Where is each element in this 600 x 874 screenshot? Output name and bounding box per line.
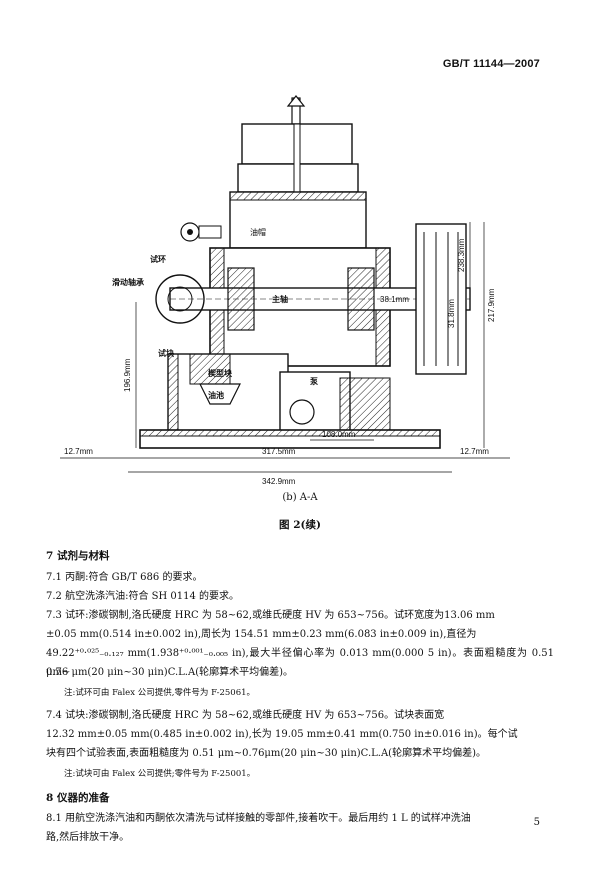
fitting-body	[198, 225, 222, 239]
note-7-4: 注:试块可由 Falex 公司提供;零件号为 F-25001。	[64, 769, 256, 779]
label-pump: 泵	[310, 377, 318, 386]
dim-height-2: 217.9mm	[487, 288, 496, 322]
section-7-title: 7 试剂与材料	[46, 550, 110, 562]
note-7-3: 注:试环可由 Falex 公司提供,零件号为 F-25061。	[64, 688, 256, 698]
oil-cup-wall	[229, 191, 367, 201]
dim-shaft-dia: 38.1mm	[380, 295, 409, 304]
para-7-4-line-2: 12.32 mm±0.05 mm(0.485 in±0.002 in),长为 1…	[46, 729, 518, 740]
label-test-ring: 试环	[150, 254, 166, 264]
dim-base-width: 317.5mm	[262, 447, 296, 456]
dim-left-margin: 12.7mm	[64, 447, 93, 456]
label-wedge-block: 楔型块	[208, 368, 233, 378]
label-oil-cup: 油帽	[250, 227, 266, 237]
dim-total-width: 342.9mm	[262, 477, 296, 486]
para-7-1: 7.1 丙酮:符合 GB/T 686 的要求。	[46, 572, 203, 583]
right-bearing	[347, 267, 375, 331]
figure-subcaption: (b) A-A	[282, 492, 318, 503]
para-7-3-line-4: 0.76 μm(20 μin~30 μin)C.L.A(轮廓算术平均偏差)。	[46, 667, 294, 678]
para-7-3-line-1: 7.3 试环:渗碳钢制,洛氏硬度 HRC 为 58~62,或维氏硬度 HV 为 …	[46, 610, 495, 621]
base-plate-top	[139, 429, 441, 437]
test-block-shape	[189, 353, 231, 385]
label-oil-pool: 油池	[208, 390, 224, 400]
test-ring-outline	[155, 274, 205, 324]
pump-bearing	[339, 377, 391, 439]
dim-right-margin: 12.7mm	[460, 447, 489, 456]
label-test-block: 试块	[158, 348, 175, 358]
para-7-4-line-1: 7.4 试块:渗碳钢制,洛氏硬度 HRC 为 58~62,或维氏硬度 HV 为 …	[46, 710, 445, 721]
dim-height-3: 238.3mm	[457, 238, 466, 272]
para-8-1-line-1: 8.1 用航空洗涤汽油和丙酮依次清洗与试样接触的零部件,接着吹干。最后用约 1 …	[46, 813, 471, 824]
label-main-shaft: 主轴	[272, 294, 288, 304]
oil-cup-housing	[229, 191, 367, 249]
para-7-4-line-3: 块有四个试验表面,表面粗糙度为 0.51 μm~0.76μm(20 μin~30…	[46, 748, 486, 759]
top-rod-tip	[286, 95, 306, 107]
dim-height-4: 31.8mm	[447, 299, 456, 328]
para-7-2: 7.2 航空洗涤汽油:符合 SH 0114 的要求。	[46, 591, 240, 602]
cross-section-svg: 油帽 试环 滑动轴承 主轴 试块 楔型块 油池 泵 38.1mm 196.9mm…	[60, 95, 510, 486]
wedge-block-shape	[199, 383, 241, 405]
test-ring-bore	[167, 286, 193, 312]
para-8-1-line-2: 路,然后排放干净。	[46, 832, 130, 843]
page-number: 5	[533, 817, 540, 828]
label-sliding-bearing: 滑动轴承	[112, 277, 144, 287]
dim-height-1: 196.9mm	[123, 358, 132, 392]
para-7-3-line-2: ±0.05 mm(0.514 in±0.002 in),周长为 154.51 m…	[46, 629, 477, 640]
standard-number: GB/T 11144—2007	[442, 58, 540, 70]
section-8-title: 8 仪器的准备	[46, 792, 110, 804]
figure-caption: 图 2(续)	[279, 519, 321, 531]
left-bearing	[227, 267, 255, 331]
pump-rotor	[289, 399, 315, 425]
dim-pump-width: 108.0mm	[322, 430, 356, 439]
para-7-3-line-3: 49.22⁺⁰·⁰²⁵₋₀.₁₂₇ mm(1.938⁺⁰·⁰⁰¹₋₀.₀₀₅ i…	[46, 648, 554, 678]
fitting-center	[187, 229, 193, 235]
apparatus-drawing: 油帽 试环 滑动轴承 主轴 试块 楔型块 油池 泵 38.1mm 196.9mm…	[40, 92, 560, 490]
